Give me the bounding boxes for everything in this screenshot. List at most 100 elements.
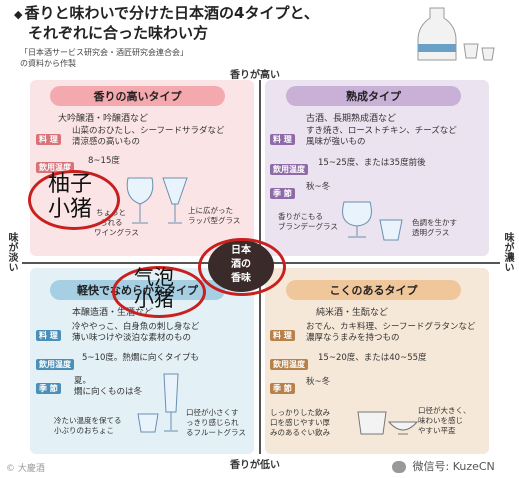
rich-type-heading: こくのあるタイプ [286, 280, 461, 300]
wine-glass-caption-2: られる [100, 218, 123, 227]
rich-food-text: おでん、カキ料理、シーフードグラタンなど 濃厚なうまみを持つもの [306, 322, 476, 344]
aromatic-food-line-2: 清涼感の高いもの [72, 137, 141, 147]
food-tag: 料 理 [270, 330, 295, 341]
mid-annotation-line-2: 小猪 [134, 287, 174, 311]
watermark-left: © 大慶酒 [6, 464, 45, 474]
brandy-glass-icon [342, 201, 372, 238]
rich-season-text: 秋~冬 [306, 377, 331, 387]
axis-label-top: 香りが高い [230, 70, 280, 81]
guinomi-caption-1: しっかりした飲み [270, 408, 330, 417]
diamond-bullet-icon: ◆ [14, 8, 23, 21]
light-food-text: 冷ややっこ、白身魚の刺し身など 薄い味つけや淡泊な素材のもの [72, 322, 199, 344]
aromatic-food-line-1: 山菜のおひたし、シーフードサラダなど [72, 126, 225, 136]
light-food-line-2: 薄い味つけや淡泊な素材のもの [72, 333, 192, 343]
guinomi-caption: しっかりした飲み 口を感じやすい厚 みのあるぐい飲み [270, 408, 330, 438]
top-annotation-line-2: 小猪 [48, 197, 93, 222]
flute-glass-caption: 口径が小さくす っきり感じられ るフルートグラス [186, 408, 246, 438]
sakazuki-caption: 口径が大きく、 味わいを感じ やすい平盃 [418, 406, 471, 436]
flute-glass-caption-2: っきり感じられ [186, 418, 239, 427]
infographic-title: ◆香りと味わいで分けた日本酒の4タイプと、 それぞれに合った味わい方 [14, 4, 319, 43]
top-annotation-ellipse [28, 170, 120, 230]
temperature-tag: 飲用温度 [270, 164, 308, 175]
watermark-right-text: 微信号: KuzeCN [412, 460, 495, 473]
aged-type-heading: 熟成タイプ [286, 86, 461, 106]
brandy-glass-caption-2: ブランデーグラス [278, 222, 338, 231]
rich-food-line-2: 濃厚なうまみを持つもの [306, 333, 400, 343]
source-line-2: の資料から作製 [20, 59, 76, 68]
rich-season-row: 季 節 [270, 376, 295, 395]
aged-temp-text: 15~25度、または35度前後 [318, 158, 426, 168]
aged-food-line-1: すき焼き、ローストチキン、チーズなど [306, 126, 457, 136]
aged-temp-row: 飲用温度 [270, 157, 308, 176]
aromatic-food-row: 料 理 [36, 127, 61, 146]
top-annotation-line-1: 柚子 [48, 172, 93, 197]
aromatic-food-text: 山菜のおひたし、シーフードサラダなど 清涼感の高いもの [72, 126, 225, 148]
axis-label-left: 味が淡い [6, 232, 17, 272]
axis-label-bottom: 香りが低い [230, 460, 280, 471]
mid-handwritten-annotation: 气泡 小猪 [134, 266, 174, 310]
brandy-glass-caption: 香りがこもる ブランデーグラス [278, 212, 338, 232]
light-temp-row: 飲用温度 [36, 352, 74, 371]
aged-food-row: 料 理 [270, 127, 295, 146]
ochoko-caption-1: 冷たい温度を保てる [54, 416, 122, 425]
rich-temp-row: 飲用温度 [270, 352, 308, 371]
clear-cup-caption-2: 透明グラス [412, 228, 450, 237]
title-line-1: 香りと味わいで分けた日本酒の4タイプと、 [24, 4, 319, 22]
source-line-1: 「日本酒サービス研究会・酒匠研究会連合会」 [20, 48, 188, 57]
ochoko-caption: 冷たい温度を保てる 小ぶりのおちょこ [54, 416, 122, 436]
guinomi-caption-2: 口を感じやすい厚 [270, 418, 330, 427]
sakazuki-caption-2: 味わいを感じ [418, 416, 463, 425]
rich-temp-text: 15~20度、または40~55度 [318, 353, 427, 363]
ochoko-cup-icon [137, 413, 159, 433]
temperature-tag: 飲用温度 [36, 359, 74, 370]
brandy-glass-caption-1: 香りがこもる [278, 212, 323, 221]
aromatic-temp-text: 8~15度 [88, 156, 120, 166]
aged-food-text: すき焼き、ローストチキン、チーズなど 風味が強いもの [306, 126, 457, 148]
trumpet-glass-icon [162, 177, 188, 224]
aromatic-subtitle: 大吟醸酒・吟醸酒など [58, 114, 149, 124]
flute-glass-caption-1: 口径が小さくす [186, 408, 239, 417]
light-season-line-1: 夏。 [74, 376, 92, 386]
source-note: 「日本酒サービス研究会・酒匠研究会連合会」 の資料から作製 [20, 47, 188, 69]
rich-subtitle: 純米酒・生酛など [316, 308, 389, 318]
clear-cup-icon [379, 219, 403, 241]
light-food-row: 料 理 [36, 323, 61, 342]
aged-food-line-2: 風味が強いもの [306, 137, 366, 147]
flat-sakazuki-icon [388, 421, 418, 435]
top-handwritten-annotation: 柚子 小猪 [48, 172, 92, 222]
light-season-text: 夏。 燗に向くものは冬 [74, 376, 142, 398]
aged-season-row: 季 節 [270, 181, 295, 200]
season-tag: 季 節 [36, 383, 61, 394]
light-season-row: 季 節 [36, 376, 61, 395]
season-tag: 季 節 [270, 188, 295, 199]
aromatic-temp-row: 飲用温度 [36, 155, 74, 174]
trumpet-glass-caption-1: 上に広がった [188, 206, 233, 215]
sakazuki-caption-1: 口径が大きく、 [418, 406, 471, 415]
ochoko-caption-2: 小ぶりのおちょこ [54, 426, 114, 435]
flute-glass-caption-3: るフルートグラス [186, 428, 246, 437]
clear-cup-caption-1: 色調を生かす [412, 218, 457, 227]
temperature-tag: 飲用温度 [36, 162, 74, 173]
axis-label-right: 味が濃い [502, 232, 513, 272]
seal-highlight-ellipse [198, 238, 286, 296]
sakazuki-caption-3: やすい平盃 [418, 426, 456, 435]
light-subtitle: 本醸造酒・生酒など [72, 308, 154, 318]
aged-subtitle: 古酒、長期熟成酒など [306, 114, 397, 124]
light-food-line-1: 冷ややっこ、白身魚の刺し身など [72, 322, 200, 332]
light-season-line-2: 燗に向くものは冬 [74, 387, 143, 397]
food-tag: 料 理 [36, 134, 61, 145]
food-tag: 料 理 [270, 134, 295, 145]
light-temp-text: 5~10度。熱燗に向くタイプも [82, 353, 199, 363]
season-tag: 季 節 [270, 383, 295, 394]
mid-annotation-line-1: 气泡 [134, 265, 174, 289]
food-tag: 料 理 [36, 330, 61, 341]
wechat-icon [392, 461, 406, 473]
trumpet-glass-caption: 上に広がった ラッパ型グラス [188, 206, 240, 226]
guinomi-caption-3: みのあるぐい飲み [270, 428, 330, 437]
clear-cup-caption: 色調を生かす 透明グラス [412, 218, 457, 238]
flute-glass-icon [163, 373, 179, 432]
wine-glass-caption-3: ワイングラス [94, 228, 139, 237]
title-line-2: それぞれに合った味わい方 [28, 24, 209, 42]
aged-season-text: 秋~冬 [306, 182, 331, 192]
temperature-tag: 飲用温度 [270, 359, 308, 370]
